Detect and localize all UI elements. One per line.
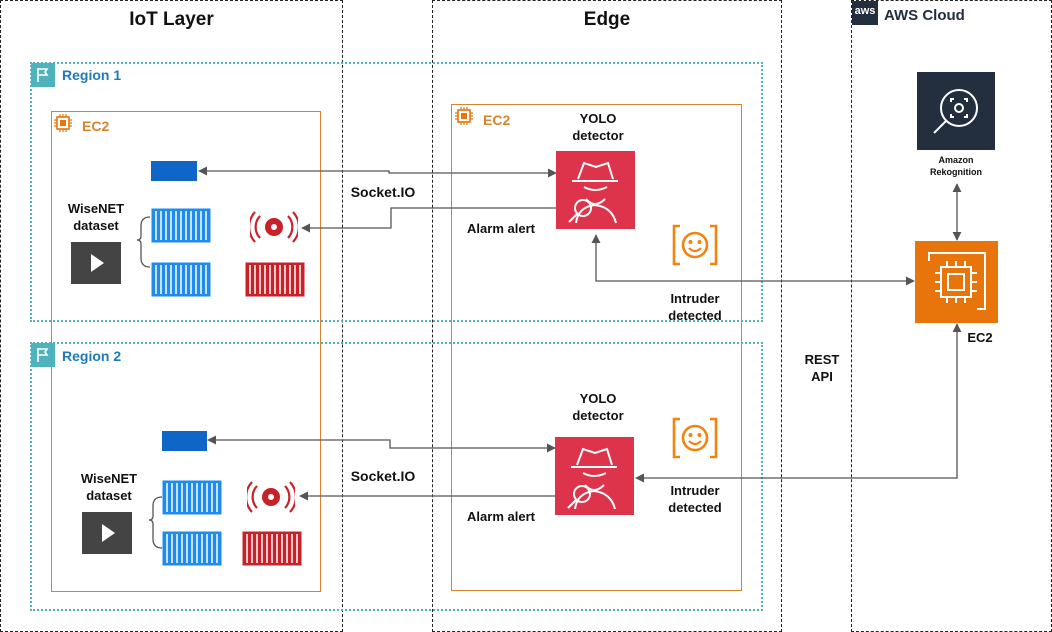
- iot-layer-title: IoT Layer: [129, 9, 214, 30]
- region-flag-icon: [31, 63, 55, 87]
- socketio-label-1: Socket.IO: [350, 184, 416, 200]
- yolo-detector-label-2: YOLO detector: [572, 391, 624, 423]
- yolo-detector-label-1: YOLO detector: [572, 111, 624, 143]
- detective-icon: [556, 151, 635, 229]
- rekognition-label: Amazon Rekognition: [930, 155, 982, 177]
- blue-queue-icon: [162, 480, 222, 515]
- intruder-detected-label-2: Intruder detected: [668, 483, 722, 515]
- video-play-icon: [82, 512, 132, 554]
- ec2-instance-icon: [915, 241, 998, 323]
- face-detection-icon: [670, 222, 720, 268]
- wisenet-dataset-label-1: WiseNET dataset: [67, 201, 125, 233]
- blue-queue-icon: [151, 208, 211, 243]
- cloud-ec2-label: EC2: [967, 330, 993, 345]
- region-1-box: [30, 62, 763, 322]
- aws-cloud-title: AWS Cloud: [884, 7, 965, 24]
- video-play-icon: [71, 242, 121, 284]
- alarm-alert-label-2: Alarm alert: [467, 509, 535, 524]
- blue-device-icon: [151, 161, 197, 181]
- region-1-label: Region 1: [62, 67, 122, 83]
- face-detection-icon: [670, 415, 720, 461]
- region-2-label: Region 2: [62, 348, 122, 364]
- detective-icon: [555, 437, 634, 515]
- blue-queue-icon: [151, 262, 211, 297]
- socketio-label-2: Socket.IO: [350, 468, 416, 484]
- alarm-alert-label-1: Alarm alert: [467, 221, 535, 236]
- intruder-detected-label-1: Intruder detected: [668, 291, 722, 323]
- rekognition-icon: [917, 72, 995, 150]
- aws-logo-text: aws: [854, 5, 876, 17]
- chip-icon: [454, 106, 474, 126]
- aws-logo-icon: aws: [852, 1, 878, 25]
- edge-ec2-label: EC2: [483, 112, 511, 128]
- iot-ec2-label: EC2: [82, 118, 110, 134]
- edge-layer-title: Edge: [583, 9, 631, 30]
- alarm-icon: [245, 478, 297, 516]
- blue-device-icon: [162, 431, 207, 451]
- blue-queue-icon: [162, 531, 222, 566]
- chip-icon: [53, 113, 73, 133]
- red-queue-icon: [242, 531, 302, 566]
- iot-ec2-box: [51, 111, 321, 592]
- rest-api-label: REST API: [804, 352, 840, 384]
- wisenet-dataset-label-2: WiseNET dataset: [80, 471, 138, 503]
- alarm-icon: [248, 208, 300, 246]
- red-queue-icon: [245, 262, 305, 297]
